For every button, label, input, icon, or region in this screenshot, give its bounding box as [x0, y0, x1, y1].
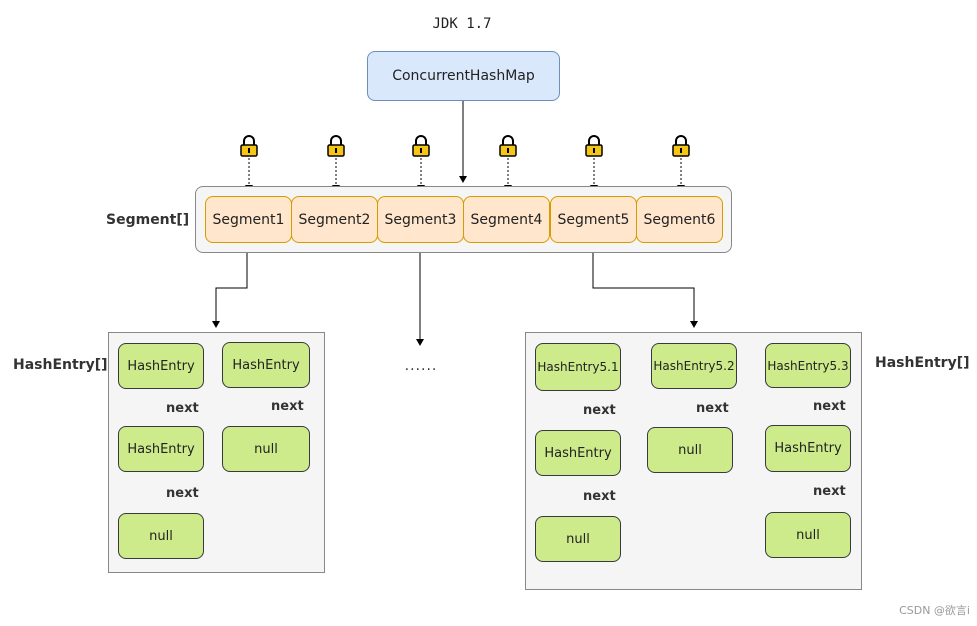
- right-entry-2-2: null: [647, 427, 733, 473]
- next-label: next: [696, 401, 729, 416]
- right-entry-1-3: null: [535, 516, 621, 562]
- left-entry-1-3: null: [118, 513, 204, 559]
- concurrent-hashmap-node: ConcurrentHashMap: [367, 51, 560, 101]
- segment-2: Segment2: [291, 196, 378, 243]
- left-hash-entry-label: HashEntry[]: [13, 357, 108, 373]
- segment-4: Segment4: [463, 196, 550, 243]
- segment-array-label: Segment[]: [106, 212, 190, 228]
- segment-1: Segment1: [205, 196, 292, 243]
- next-label: next: [166, 401, 199, 416]
- right-hash-entry-label: HashEntry[]: [875, 355, 970, 371]
- segment-6: Segment6: [636, 196, 723, 243]
- lock-icon: [412, 135, 430, 157]
- next-label: next: [166, 486, 199, 501]
- watermark: CSDN @欲言i: [899, 604, 970, 617]
- left-entry-2-1: HashEntry: [222, 342, 310, 388]
- diagram-title: JDK 1.7: [432, 16, 492, 32]
- lock-icon: [499, 135, 517, 157]
- right-entry-1-1: HashEntry5.1: [535, 343, 621, 391]
- next-label: next: [583, 489, 616, 504]
- right-entry-3-1: HashEntry5.3: [765, 343, 851, 388]
- segment-5: Segment5: [550, 196, 637, 243]
- right-entry-1-2: HashEntry: [535, 430, 621, 476]
- lock-icon: [585, 135, 603, 157]
- segment-3: Segment3: [377, 196, 464, 243]
- left-entry-1-1: HashEntry: [118, 343, 204, 389]
- lock-icon: [672, 135, 690, 157]
- right-entry-3-2: HashEntry: [765, 425, 851, 472]
- left-entry-1-2: HashEntry: [118, 426, 204, 472]
- right-entry-2-1: HashEntry5.2: [651, 343, 737, 389]
- next-label: next: [583, 403, 616, 418]
- left-entry-2-2: null: [222, 426, 310, 472]
- right-entry-3-3: null: [765, 512, 851, 558]
- ellipsis: ......: [404, 358, 438, 374]
- lock-icon: [240, 135, 258, 157]
- lock-icon: [327, 135, 345, 157]
- next-label: next: [813, 399, 846, 414]
- next-label: next: [813, 484, 846, 499]
- segment5-to-right-table: [592, 243, 698, 328]
- segment1-to-left-table: [212, 243, 248, 328]
- next-label: next: [271, 399, 304, 414]
